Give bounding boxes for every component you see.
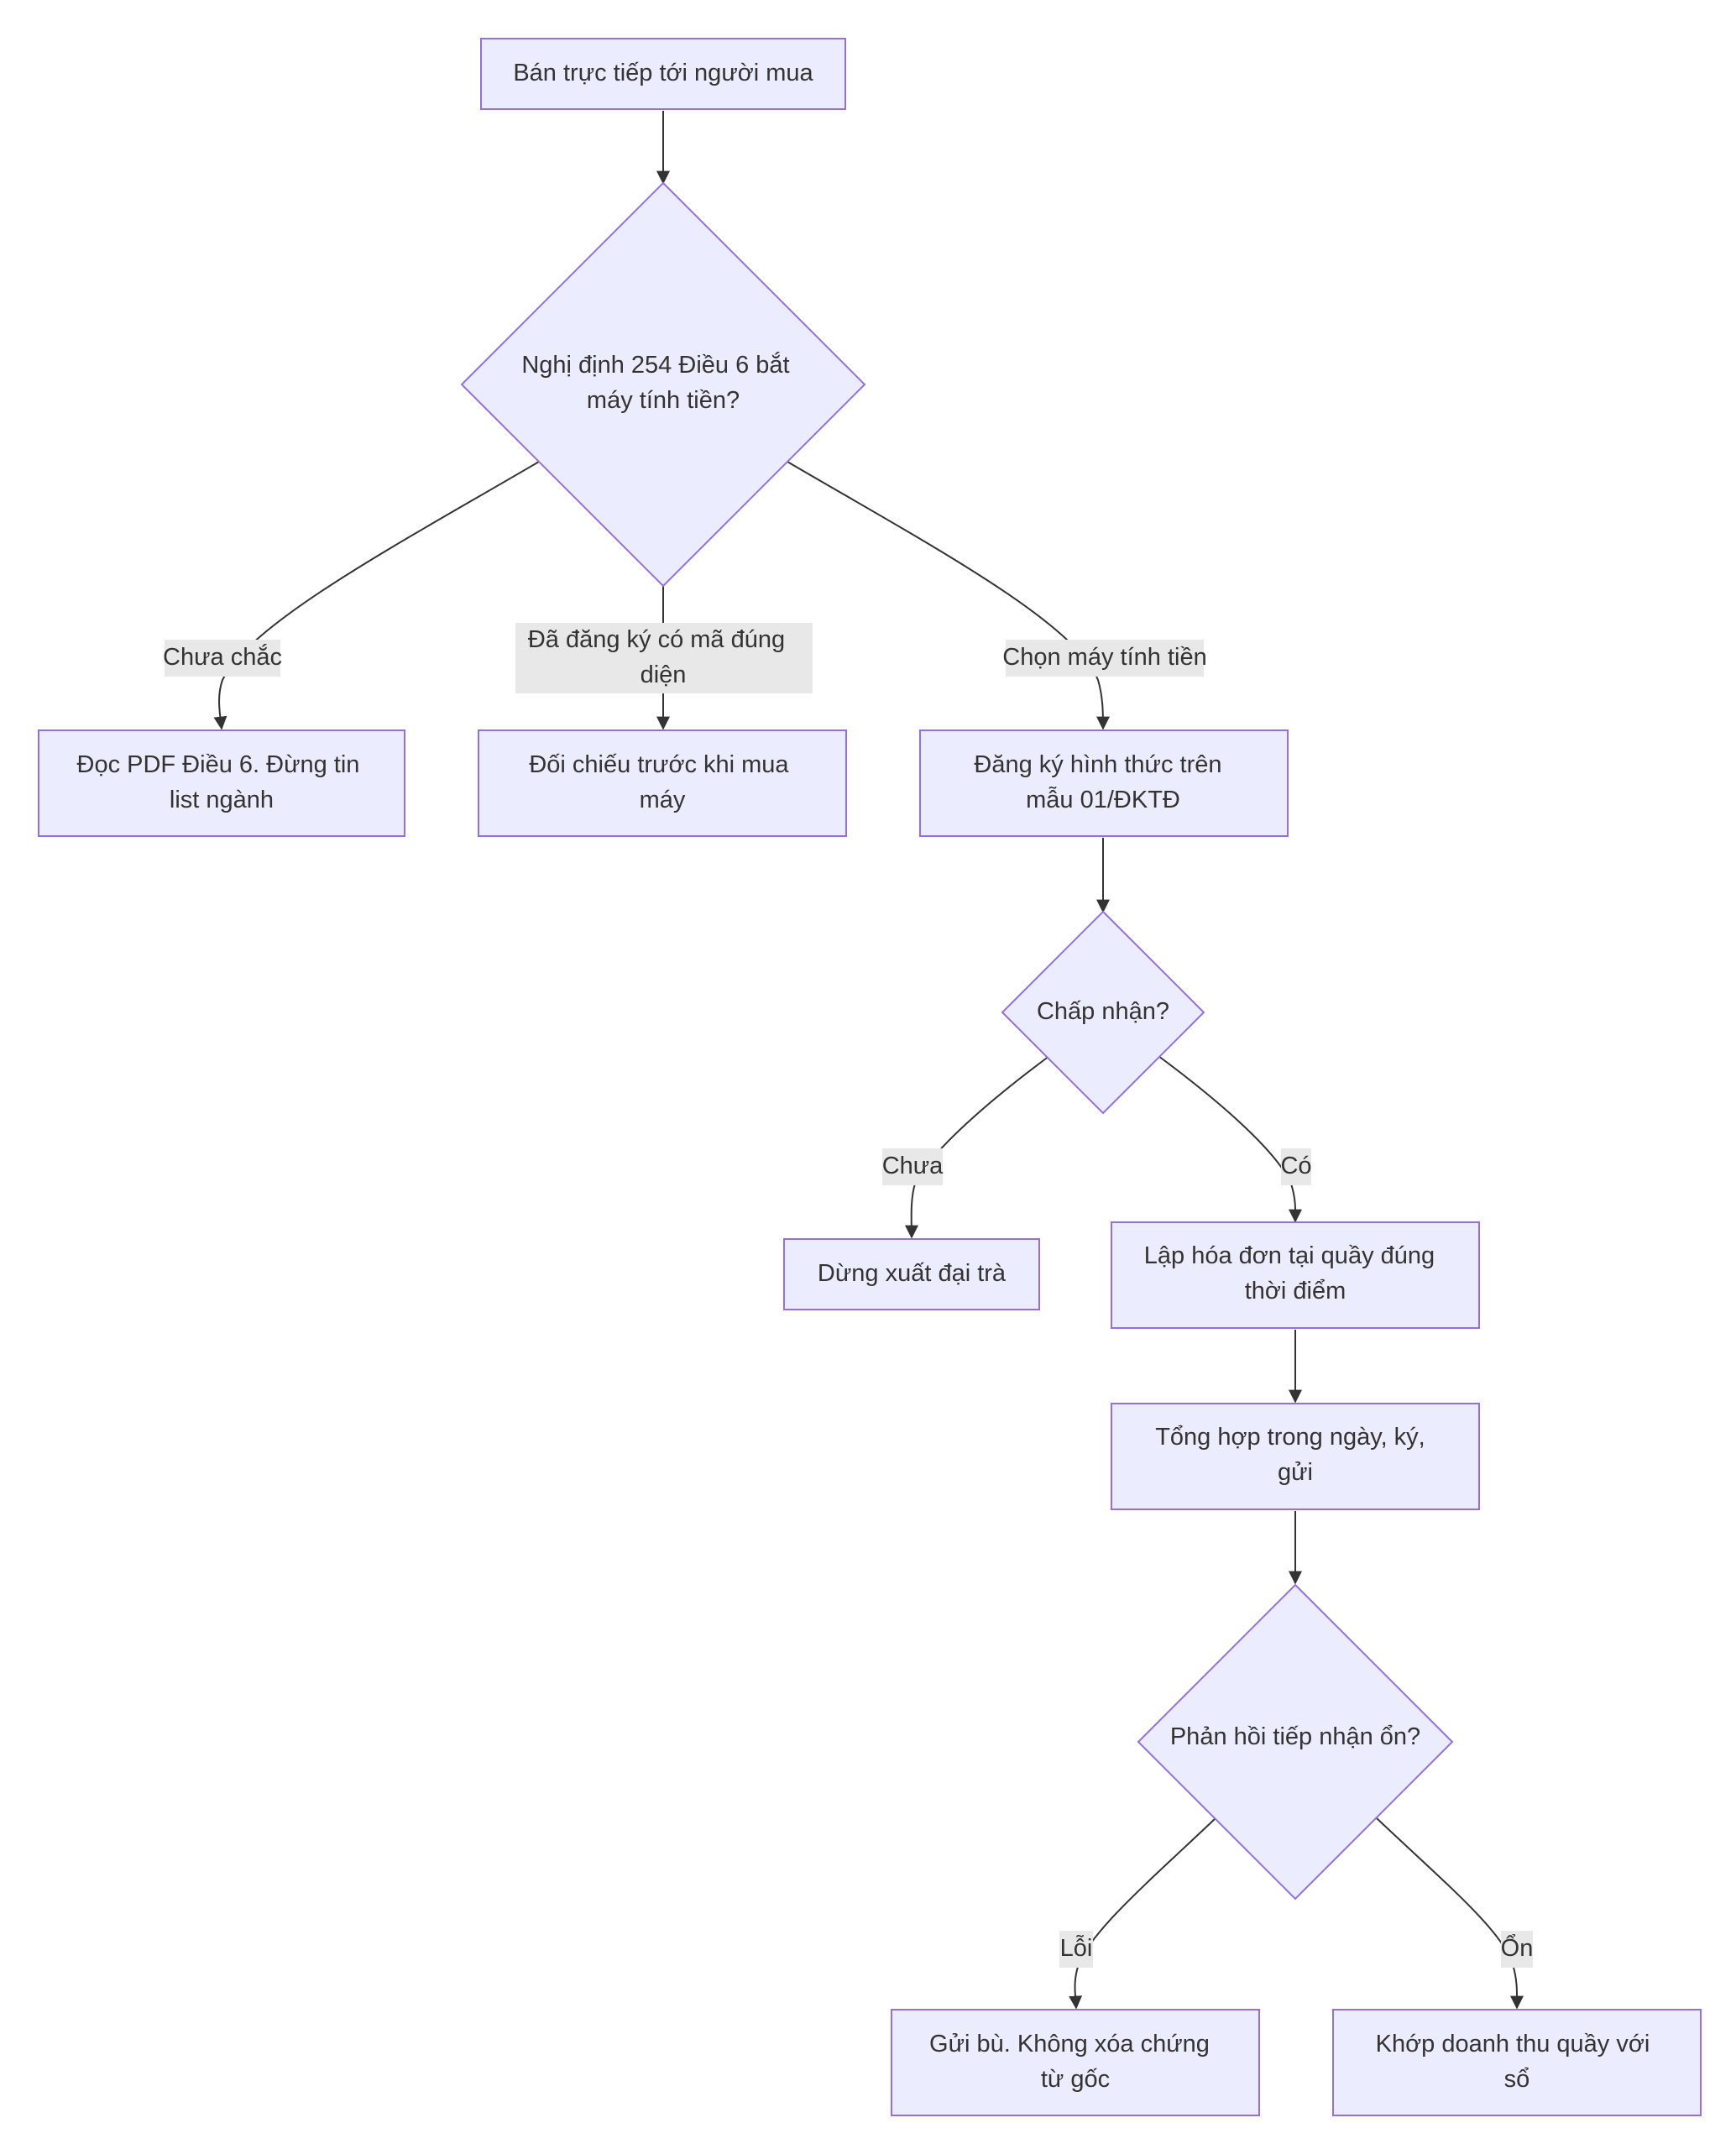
edge-decision-to-register-form	[787, 461, 1110, 730]
edge-label-bg-yes	[1281, 1148, 1311, 1185]
node-start-label: Bán trực tiếp tới người mua	[513, 60, 813, 86]
node-stop-mass-issue-label: Dừng xuất đại trà	[818, 1260, 1007, 1287]
node-daily-summary	[1111, 1403, 1480, 1510]
edge-label-bg-choose-register	[1006, 640, 1204, 677]
node-read-pdf-label: Đọc PDF Điều 6. Đừng tin list ngành	[77, 751, 367, 813]
node-register-form-label: Đăng ký hình thức trên mẫu 01/ĐKTĐ	[974, 751, 1228, 813]
node-decision-feedback	[1137, 1583, 1454, 1901]
node-compare-before-buy	[478, 729, 847, 837]
node-stop-mass-issue	[783, 1238, 1040, 1310]
edge-label-choose-register: Chọn máy tính tiền	[1002, 644, 1206, 671]
node-decision-feedback-label: Phản hồi tiếp nhận ổn?	[1170, 1723, 1420, 1750]
node-decision-cash-register	[460, 181, 866, 588]
node-compare-before-buy-label: Đối chiếu trước khi mua máy	[529, 751, 795, 813]
edge-label-bg-ok	[1501, 1931, 1533, 1968]
edge-feedback-to-resend	[1069, 1817, 1216, 2010]
node-issue-invoice	[1111, 1221, 1480, 1329]
edge-label-not-sure: Chưa chắc	[163, 643, 282, 671]
edge-label-bg-not-sure	[165, 640, 280, 677]
node-decision-accepted-label: Chấp nhận?	[1037, 998, 1169, 1025]
node-resend	[891, 2009, 1260, 2116]
node-read-pdf	[38, 729, 405, 837]
edge-label-bg-registered-code	[515, 623, 813, 693]
edge-accepted-to-stop	[904, 1055, 1050, 1239]
edge-label-ok: Ổn	[1501, 1933, 1534, 1962]
node-register-form	[919, 729, 1289, 837]
node-reconcile-label: Khớp doanh thu quầy với sổ	[1376, 2031, 1657, 2093]
edge-label-error: Lỗi	[1060, 1934, 1093, 1962]
edge-accepted-to-invoice	[1158, 1055, 1303, 1223]
node-start	[480, 38, 846, 110]
edge-label-bg-error	[1059, 1931, 1093, 1968]
edge-decision-to-read-pdf	[213, 461, 540, 730]
edge-label-bg-not-yet	[882, 1148, 943, 1185]
node-daily-summary-label: Tổng hợp trong ngày, ký, gửi	[1155, 1424, 1432, 1486]
edge-label-yes: Có	[1280, 1153, 1311, 1179]
edge-feedback-to-reconcile	[1376, 1817, 1524, 2010]
node-decision-cash-register-label: Nghị định 254 Điều 6 bắt máy tính tiền?	[521, 351, 796, 414]
node-issue-invoice-label: Lập hóa đơn tại quầy đúng thời điểm	[1144, 1242, 1441, 1305]
node-reconcile	[1332, 2009, 1702, 2116]
node-decision-accepted	[1001, 910, 1205, 1115]
edge-label-registered-code: Đã đăng ký có mã đúng diện	[528, 626, 792, 688]
node-resend-label: Gửi bù. Không xóa chứng từ gốc	[929, 2031, 1216, 2093]
edge-label-not-yet: Chưa	[882, 1153, 944, 1179]
